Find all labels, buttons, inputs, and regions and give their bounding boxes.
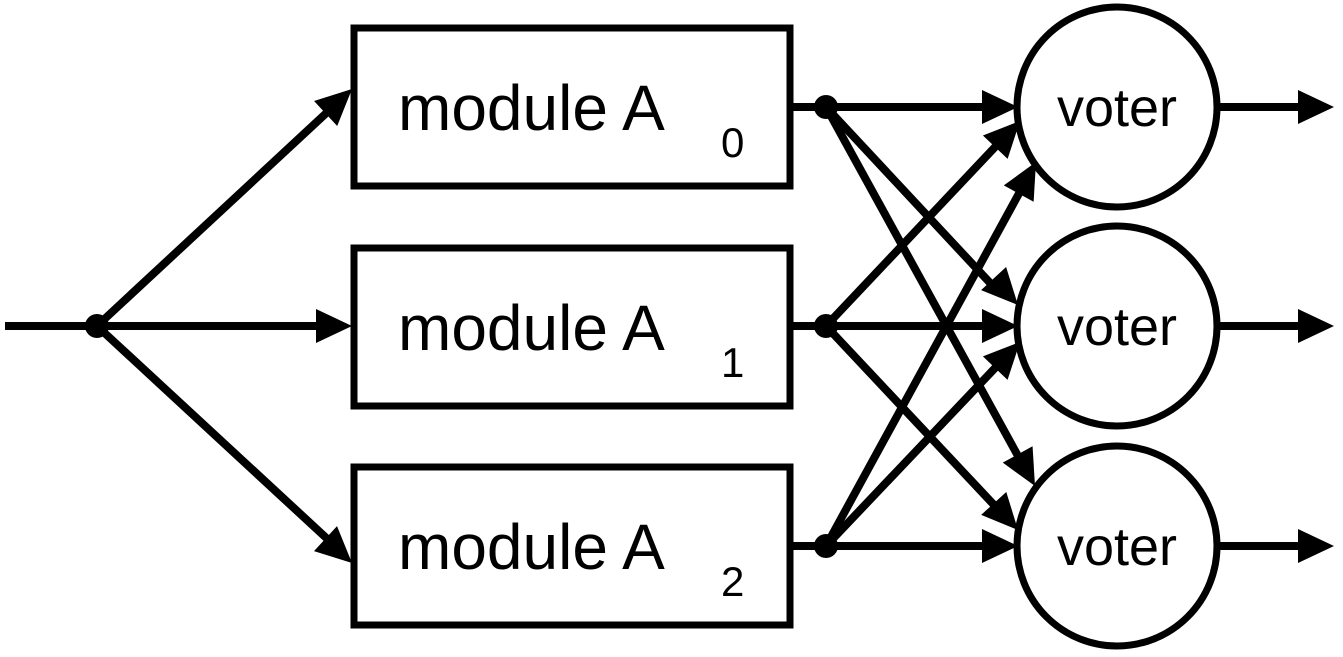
arrowhead-a2-voter-0: [1003, 162, 1036, 202]
module-a0: module A 0: [350, 24, 794, 190]
voter-1: voter: [1013, 222, 1221, 430]
module-a2-junction-dot: [814, 534, 838, 558]
module-a0-box: [350, 24, 794, 190]
a1-to-voter-2: [823, 323, 998, 509]
a0-to-voter-2: [822, 105, 1022, 458]
arrowhead-a2-voter-2: [982, 529, 1018, 563]
voter-0-label: voter: [1057, 78, 1177, 138]
wires: [5, 102, 1300, 550]
module-a0-junction-dot: [814, 95, 838, 119]
arrowhead-a0-voter-1: [981, 267, 1018, 305]
module-a1-subscript: 1: [721, 339, 744, 386]
fanout-to-module-a2: [94, 323, 338, 549]
arrowhead-a1-voter-0: [982, 121, 1020, 159]
voter-1-label: voter: [1057, 297, 1177, 357]
a2-to-voter-1: [823, 364, 999, 549]
arrowhead-a1-voter-2: [981, 491, 1018, 530]
junctions: [85, 95, 838, 558]
module-a1-box: [350, 244, 794, 410]
module-a1-junction-dot: [814, 314, 838, 338]
arrowhead-voter-2-output: [1298, 529, 1334, 563]
arrowheads: [313, 89, 1334, 563]
arrowhead-a2-voter-1: [982, 342, 1020, 380]
module-a0-subscript: 0: [721, 119, 744, 166]
arrowhead-a0-voter-0: [982, 90, 1018, 124]
arrowhead-to-module-a1: [316, 309, 352, 343]
arrowhead-voter-0-output: [1298, 90, 1334, 124]
fanout-to-module-a0: [94, 102, 338, 329]
a2-to-voter-0: [822, 186, 1026, 548]
a1-to-voter-0: [823, 143, 999, 329]
module-a0-label: module A: [398, 72, 665, 144]
arrowhead-a1-voter-1: [982, 309, 1018, 343]
arrowhead-to-module-a2: [313, 526, 352, 563]
module-a2-label: module A: [398, 511, 665, 583]
module-a1: module A 1: [350, 244, 794, 410]
arrowhead-a0-voter-2: [1002, 446, 1035, 486]
voter-0-circle: [1013, 3, 1221, 211]
arrowhead-to-module-a0: [314, 89, 352, 126]
voter-0: voter: [1013, 3, 1221, 211]
voter-1-circle: [1013, 222, 1221, 430]
module-a2: module A 2: [350, 463, 794, 629]
arrowhead-voter-1-output: [1298, 309, 1334, 343]
module-a2-subscript: 2: [721, 558, 744, 605]
module-a1-label: module A: [398, 292, 665, 364]
voter-2-circle: [1013, 442, 1221, 650]
voter-2-label: voter: [1057, 517, 1177, 577]
input-junction-dot: [85, 314, 109, 338]
module-a2-box: [350, 463, 794, 629]
a0-to-voter-1: [823, 104, 995, 288]
voter-2: voter: [1013, 442, 1221, 650]
